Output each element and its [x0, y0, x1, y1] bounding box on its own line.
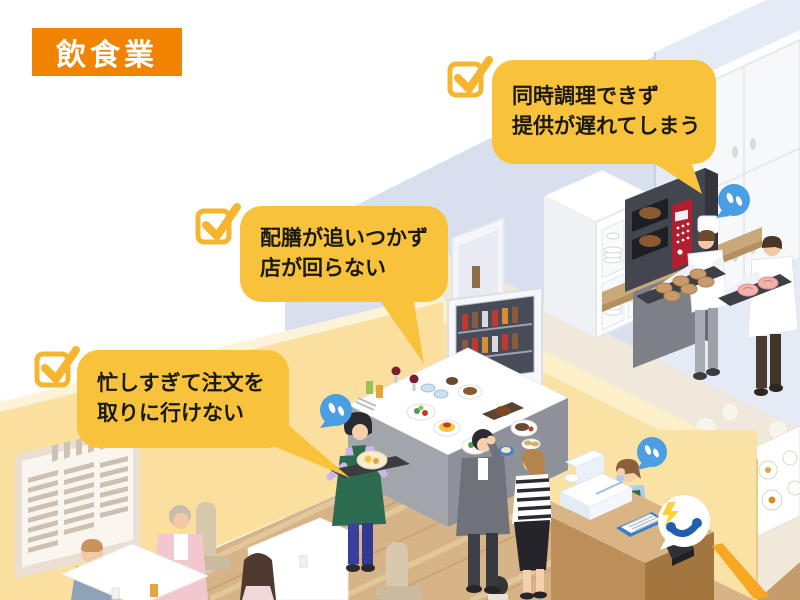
clipboard	[616, 512, 666, 537]
buffet-food	[355, 366, 541, 456]
title-badge: 飲食業	[32, 28, 182, 76]
oven-control-panel	[672, 198, 692, 270]
callout-cooking-line1: 同時調理できず	[512, 85, 659, 109]
chef-2	[722, 236, 799, 396]
callout-orders-line2: 取りに行けない	[97, 402, 244, 425]
menu-board	[15, 424, 140, 579]
callout-cooking-line2: 提供が遅れてしまう	[512, 115, 701, 138]
sweat-bubble-chef-icon	[716, 184, 750, 218]
customer-striped-woman	[512, 449, 552, 600]
corner-wood-strip	[757, 562, 800, 600]
callout-serving-line1: 配膳が追いつかず	[260, 227, 428, 251]
callout-orders: 忙しすぎて注文を 取りに行けない	[77, 350, 289, 448]
dining-tables	[60, 502, 508, 600]
serving-tray	[330, 450, 410, 478]
checkbox-icon	[34, 346, 80, 388]
sweat-bubble-waitress-icon	[320, 394, 352, 428]
table-1	[60, 543, 210, 600]
page-title: 飲食業	[56, 39, 158, 72]
cash-register	[558, 449, 634, 520]
checkbox-icon	[447, 56, 493, 98]
sweat-bubble-cashier-icon	[637, 437, 667, 470]
callout-serving-line2: 店が回らない	[260, 257, 386, 280]
bread-tray	[636, 266, 726, 304]
callout-serving-tail	[378, 290, 424, 364]
callout-orders-line1: 忙しすぎて注文を	[97, 372, 265, 396]
callout-cooking: 同時調理できず 提供が遅れてしまう	[492, 60, 716, 164]
customer-girl-dark-hair	[240, 553, 276, 600]
meat-tray	[718, 274, 792, 306]
callout-serving: 配膳が追いつかず 店が回らない	[240, 206, 448, 302]
chair	[376, 542, 422, 600]
customer-suit-man	[456, 429, 510, 594]
pointer-streak	[712, 543, 770, 599]
checkbox-icon	[195, 203, 241, 245]
ringing-phone-bubble-icon	[658, 495, 710, 550]
oven-racks	[632, 198, 668, 260]
waitress	[326, 412, 410, 572]
